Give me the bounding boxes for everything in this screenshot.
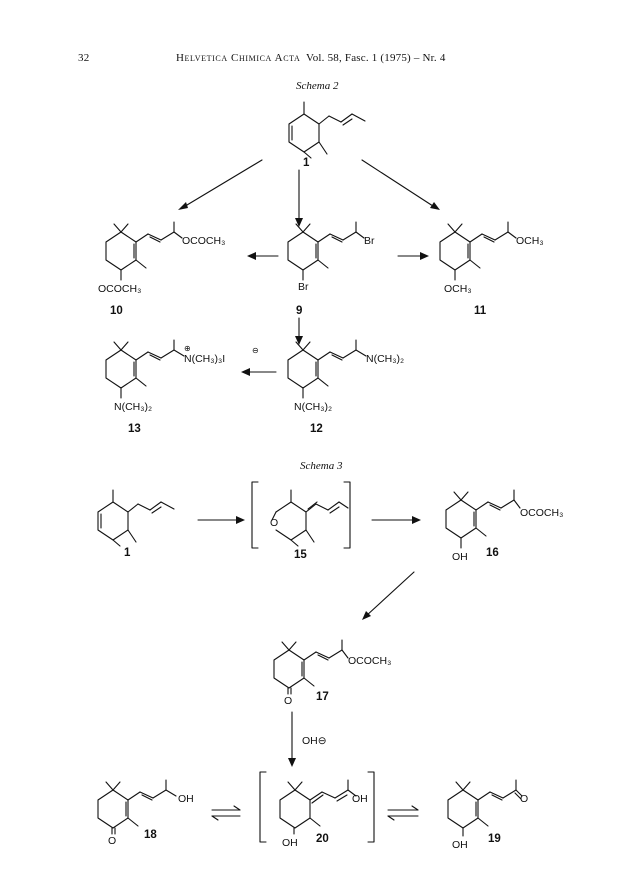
label-16-sidechain: OCOCH₃ [520, 507, 563, 519]
label-13-ring: N(CH₃)₂ [114, 401, 152, 413]
compound-11: OCH₃ OCH₃ 11 [439, 221, 544, 317]
schema-3-title: Schema 3 [300, 460, 343, 472]
arrow-17-to-20: OH⊖ [288, 711, 327, 767]
arrow-16-to-17 [362, 571, 415, 620]
arrow-15-to-16 [371, 516, 421, 524]
page-number: 32 [78, 52, 90, 64]
label-13-charge: ⊕ [184, 344, 191, 353]
arrows-from-1 [178, 159, 440, 227]
compound-1-schema3: 1 [97, 489, 175, 559]
label-11-sidechain: OCH₃ [516, 235, 544, 247]
compound-17: OCOCH₃ O 17 [273, 639, 391, 707]
compound-20: OH OH 20 [259, 771, 375, 849]
label-20-sidechain: OH [352, 793, 368, 805]
compound-10: OCOCH₃ OCOCH₃ 10 [98, 221, 225, 317]
label-17: 17 [316, 691, 329, 703]
schema-2-title: Schema 2 [296, 80, 339, 92]
label-17-sidechain: OCOCH₃ [348, 655, 391, 667]
label-19-sidechain: O [520, 793, 528, 805]
arrow-1-to-15 [197, 516, 245, 524]
label-12: 12 [310, 423, 323, 435]
compound-1-top: 1 [288, 101, 366, 169]
compound-15: O 15 [251, 481, 351, 561]
label-9-ring: Br [298, 281, 309, 293]
label-13-counter-charge: ⊖ [252, 346, 259, 355]
compound-12: N(CH₃)₂ N(CH₃)₂ 12 [287, 339, 404, 435]
compound-13: N(CH₃)₃I ⊕ ⊖ N(CH₃)₂ 13 [105, 339, 259, 435]
label-10-sidechain: OCOCH₃ [182, 235, 225, 247]
arrow-12-to-13 [241, 368, 277, 376]
label-19-ring: OH [452, 839, 468, 851]
compound-16: OCOCH₃ OH 16 [445, 489, 563, 563]
label-16-ring: OH [452, 551, 468, 563]
compound-19: O OH 19 [447, 779, 528, 851]
volume-info: Vol. 58, Fasc. 1 (1975) – Nr. 4 [306, 52, 446, 64]
journal-title: Helvetica Chimica Acta [176, 52, 301, 64]
label-18: 18 [144, 829, 157, 841]
label-18-sidechain: OH [178, 793, 194, 805]
label-9: 9 [296, 305, 302, 317]
label-12-ring: N(CH₃)₂ [294, 401, 332, 413]
label-20-ring: OH [282, 837, 298, 849]
label-15-ring: O [270, 517, 278, 529]
label-15: 15 [294, 549, 307, 561]
label-18-ring: O [108, 835, 116, 847]
label-12-sidechain: N(CH₃)₂ [366, 353, 404, 365]
label-9-sidechain: Br [364, 235, 375, 247]
reagent-oh: OH⊖ [302, 735, 327, 747]
equilibrium-20-19 [387, 805, 419, 821]
arrows-from-9 [247, 252, 429, 345]
label-13: 13 [128, 423, 141, 435]
compound-18: OH O 18 [97, 779, 194, 847]
label-20: 20 [316, 833, 329, 845]
label-1-schema3: 1 [124, 547, 131, 559]
label-1: 1 [303, 157, 310, 169]
label-11: 11 [474, 305, 487, 317]
compound-9: Br Br 9 [287, 221, 375, 317]
label-10-ring: OCOCH₃ [98, 283, 141, 295]
label-11-ring: OCH₃ [444, 283, 472, 295]
label-13-sidechain: N(CH₃)₃I [184, 353, 225, 365]
label-19: 19 [488, 833, 501, 845]
label-16: 16 [486, 547, 499, 559]
label-17-ring: O [284, 695, 292, 707]
label-10: 10 [110, 305, 123, 317]
equilibrium-18-20 [211, 805, 241, 821]
